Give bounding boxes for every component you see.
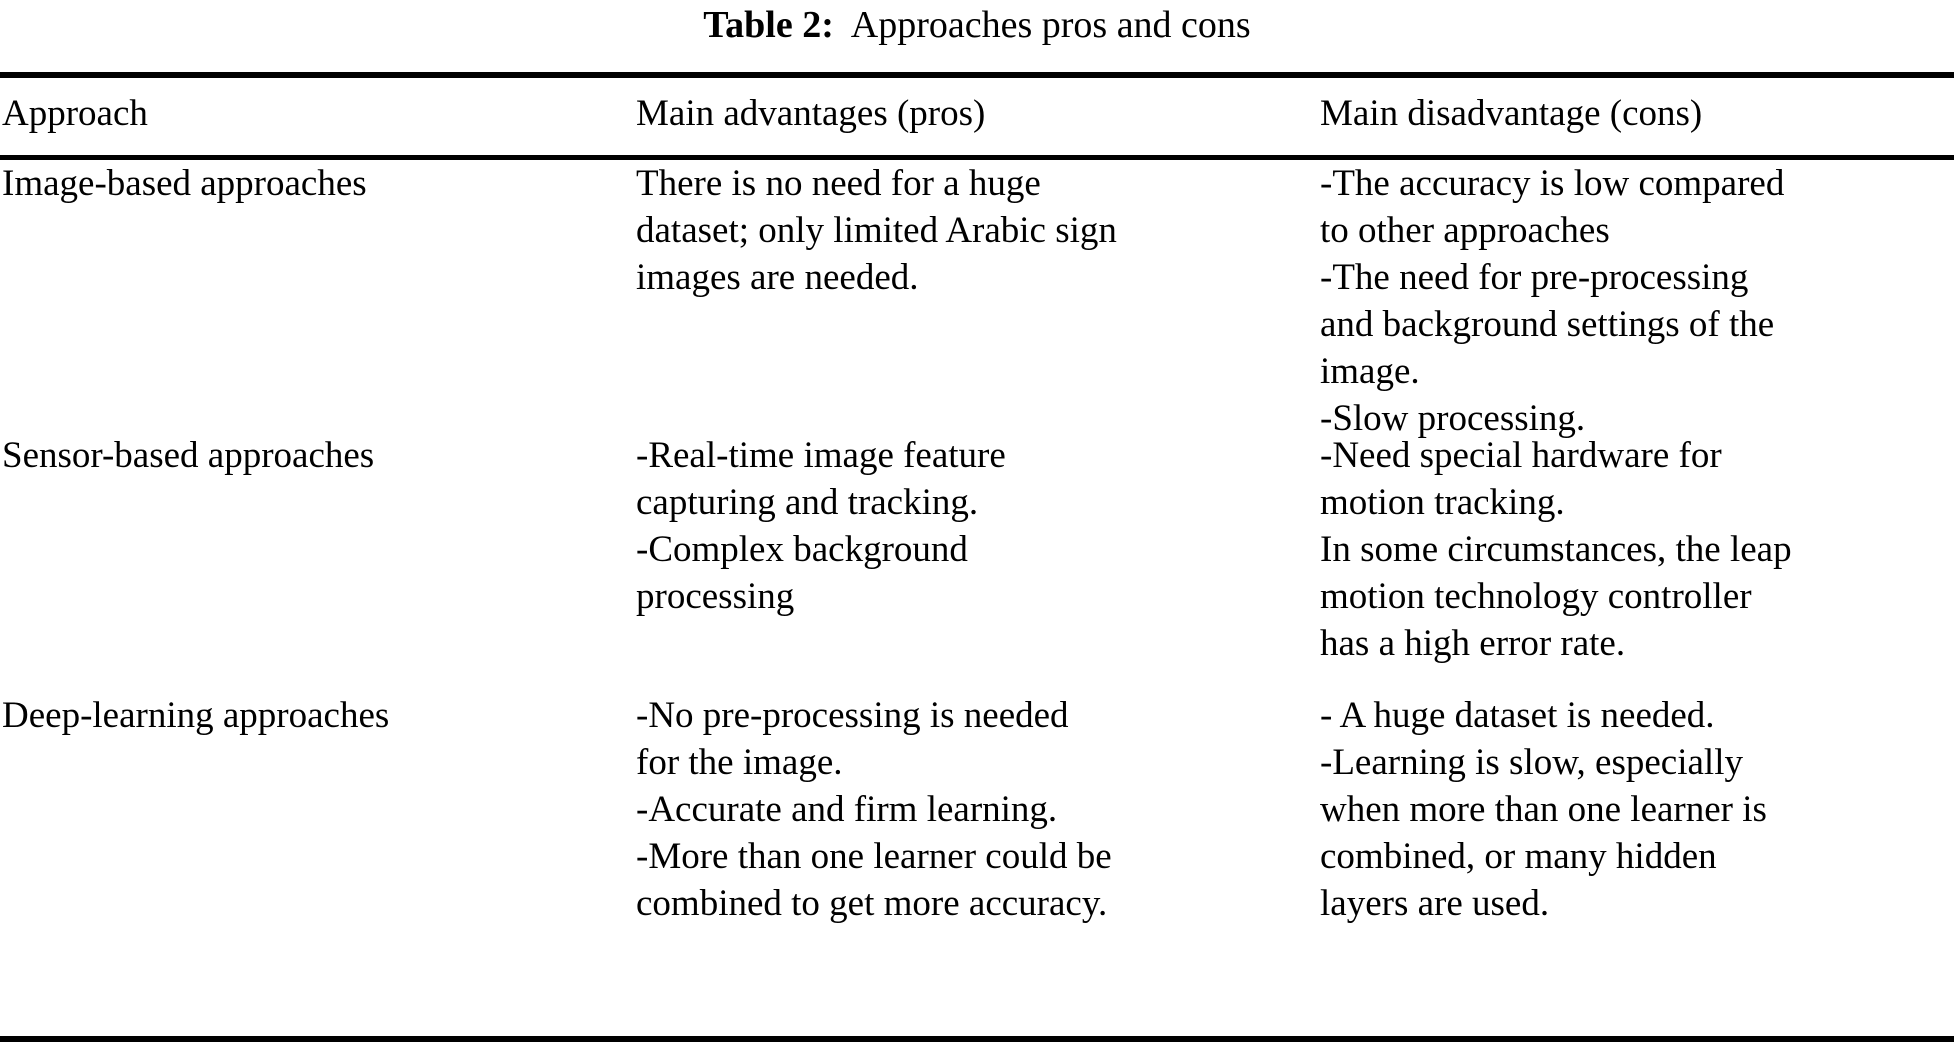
cell-pros: -No pre-processing is needed for the ima… <box>636 695 1112 924</box>
cell-pros: -Real-time image feature capturing and t… <box>636 435 1006 617</box>
cell-approach: Deep-learning approaches <box>2 695 390 736</box>
cell-cons: -Need special hardware for motion tracki… <box>1320 435 1792 664</box>
caption-title: Approaches pros and cons <box>850 4 1251 46</box>
table-body: Image-based approaches There is no need … <box>0 160 1954 952</box>
caption-text <box>834 4 851 46</box>
cell-cons: -The accuracy is low compared to other a… <box>1320 163 1785 439</box>
cell-approach: Image-based approaches <box>2 163 367 204</box>
cell-approach: Sensor-based approaches <box>2 435 375 476</box>
table-row: Image-based approaches There is no need … <box>0 160 1954 439</box>
table-bottom-rule <box>0 1036 1954 1042</box>
table-header-rule <box>0 155 1954 160</box>
table-top-rule <box>0 72 1954 78</box>
cell-cons: - A huge dataset is needed. -Learning is… <box>1320 695 1767 924</box>
table-row: Deep-learning approaches -No pre-process… <box>0 692 1954 952</box>
column-header-approach: Approach <box>2 93 148 134</box>
table-row: Sensor-based approaches -Real-time image… <box>0 432 1954 692</box>
column-header-cons: Main disadvantage (cons) <box>1320 93 1703 134</box>
caption-label: Table 2: <box>703 4 834 46</box>
table-caption: Table 2: Approaches pros and cons <box>0 2 1954 48</box>
table-header-row: Approach Main advantages (pros) Main dis… <box>0 78 1954 155</box>
cell-pros: There is no need for a huge dataset; onl… <box>636 163 1117 298</box>
column-header-pros: Main advantages (pros) <box>636 93 986 134</box>
